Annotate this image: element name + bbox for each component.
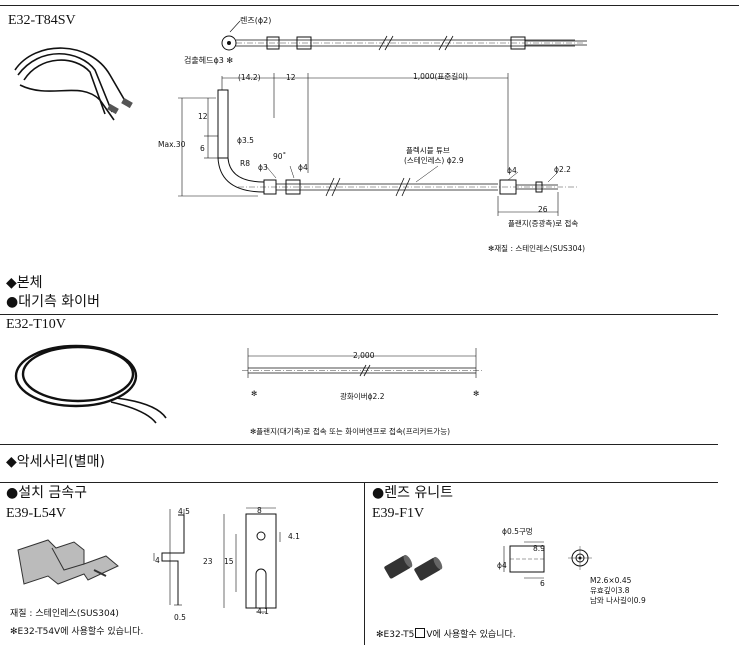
section-accessory: ◆악세사리(별매) (6, 454, 105, 470)
tube-label-2: (스테인레스) ϕ2.9 (404, 156, 464, 165)
bracket-model: E39-L54V (6, 506, 66, 521)
bracket-material: 재질 : 스테인레스(SUS304) (10, 609, 119, 619)
bracket-product-image (17, 539, 119, 585)
lens-drawing (503, 541, 592, 579)
dim-12-side: 12 (198, 112, 208, 121)
section-body: ◆본체 (6, 275, 43, 291)
t84-bent-drawing (178, 73, 578, 216)
bracket-dim-15: 15 (224, 557, 234, 566)
lens-spec-2: 유효깊이3.8 (590, 586, 630, 595)
lens-model: E39-F1V (372, 506, 425, 521)
t10-note: ✻플랜지(대기측)로 접속 또는 화이버엔프로 접속(프리커트가능) (250, 427, 451, 436)
dim-2000: 2,000 (353, 351, 375, 360)
t10-star-left: ✻ (251, 389, 258, 398)
bracket-dim-4-1-b: 4.1 (257, 607, 269, 616)
t10-product-image (14, 344, 167, 424)
bracket-note: ✻E32-T54V에 사용할수 있습니다. (10, 627, 144, 637)
lens-dim-8-9: 8.9 (533, 544, 545, 553)
dim-1000: 1,000(표준길이) (413, 72, 468, 81)
lens-hole: ϕ0.5구멍 (502, 527, 533, 536)
t84-straight-drawing (221, 35, 587, 51)
bracket-dim-4-5: 4.5 (178, 507, 190, 516)
dim-14-2: (14.2) (238, 73, 261, 82)
lens-leader (229, 20, 241, 33)
t10-drawing (242, 348, 482, 378)
lens-note-pre: ✻E32-T5 (376, 630, 415, 640)
bracket-dim-8: 8 (257, 506, 262, 515)
dim-phi4-right: ϕ4 (507, 166, 517, 175)
t84-model: E32-T84SV (8, 13, 76, 28)
dim-90deg: 90˚ (273, 152, 287, 161)
bracket-dim-23: 23 (203, 557, 213, 566)
divider-3 (0, 482, 718, 483)
dim-max30: Max.30 (158, 140, 186, 149)
divider-2 (0, 444, 718, 445)
dim-phi2-2: ϕ2.2 (554, 165, 571, 174)
bracket-dim-4-1-a: 4.1 (288, 532, 300, 541)
t10-model: E32-T10V (6, 317, 66, 332)
dim-26: 26 (538, 205, 548, 214)
section-amp-fiber: ●대기측 화이버 (6, 294, 100, 310)
dim-phi4-left: ϕ4 (298, 163, 308, 172)
lens-note-box (415, 628, 426, 638)
dim-6: 6 (200, 144, 205, 153)
dim-r8: R8 (240, 159, 250, 168)
bracket-section: ●설치 금속구 (6, 485, 88, 501)
t10-fiber-label: 광화이버ϕ2.2 (340, 392, 385, 401)
dim-12-top: 12 (286, 73, 296, 82)
lens-section: ●렌즈 유니트 (372, 485, 454, 501)
lens-note: ✻E32-T5 V에 사용할수 있습니다. (376, 628, 516, 640)
lens-spec-1: M2.6×0.45 (590, 576, 632, 585)
lens-product-image (384, 554, 443, 581)
t10-star-right: ✻ (473, 389, 480, 398)
lens-spec-3: 남와 나사길이0.9 (590, 596, 646, 605)
dim-phi3: ϕ3 (258, 163, 268, 172)
bracket-dim-4: 4 (155, 556, 160, 565)
dim-phi3-5: ϕ3.5 (237, 136, 254, 145)
t84-lens-label: 렌즈(ϕ2) (240, 16, 272, 25)
bracket-dim-0-5: 0.5 (174, 613, 186, 622)
tube-label-1: 플렉시블 튜브 (406, 146, 450, 155)
lens-dim-6: 6 (540, 579, 545, 588)
divider-vertical (364, 482, 365, 645)
t84-head-label: 검출헤드ϕ3 ✻ (184, 56, 234, 65)
bracket-side-drawing (153, 509, 185, 606)
lens-phi4: ϕ4 (497, 561, 507, 570)
t84-product-image (14, 47, 133, 121)
divider-1 (0, 314, 718, 315)
amp-connect-label: 플랜지(증광측)로 접속 (508, 219, 579, 228)
bracket-front-drawing (223, 507, 281, 613)
top-border (0, 5, 739, 6)
t84-material: ✻재질 : 스테인레스(SUS304) (488, 244, 586, 253)
lens-note-post: V에 사용할수 있습니다. (426, 630, 516, 640)
